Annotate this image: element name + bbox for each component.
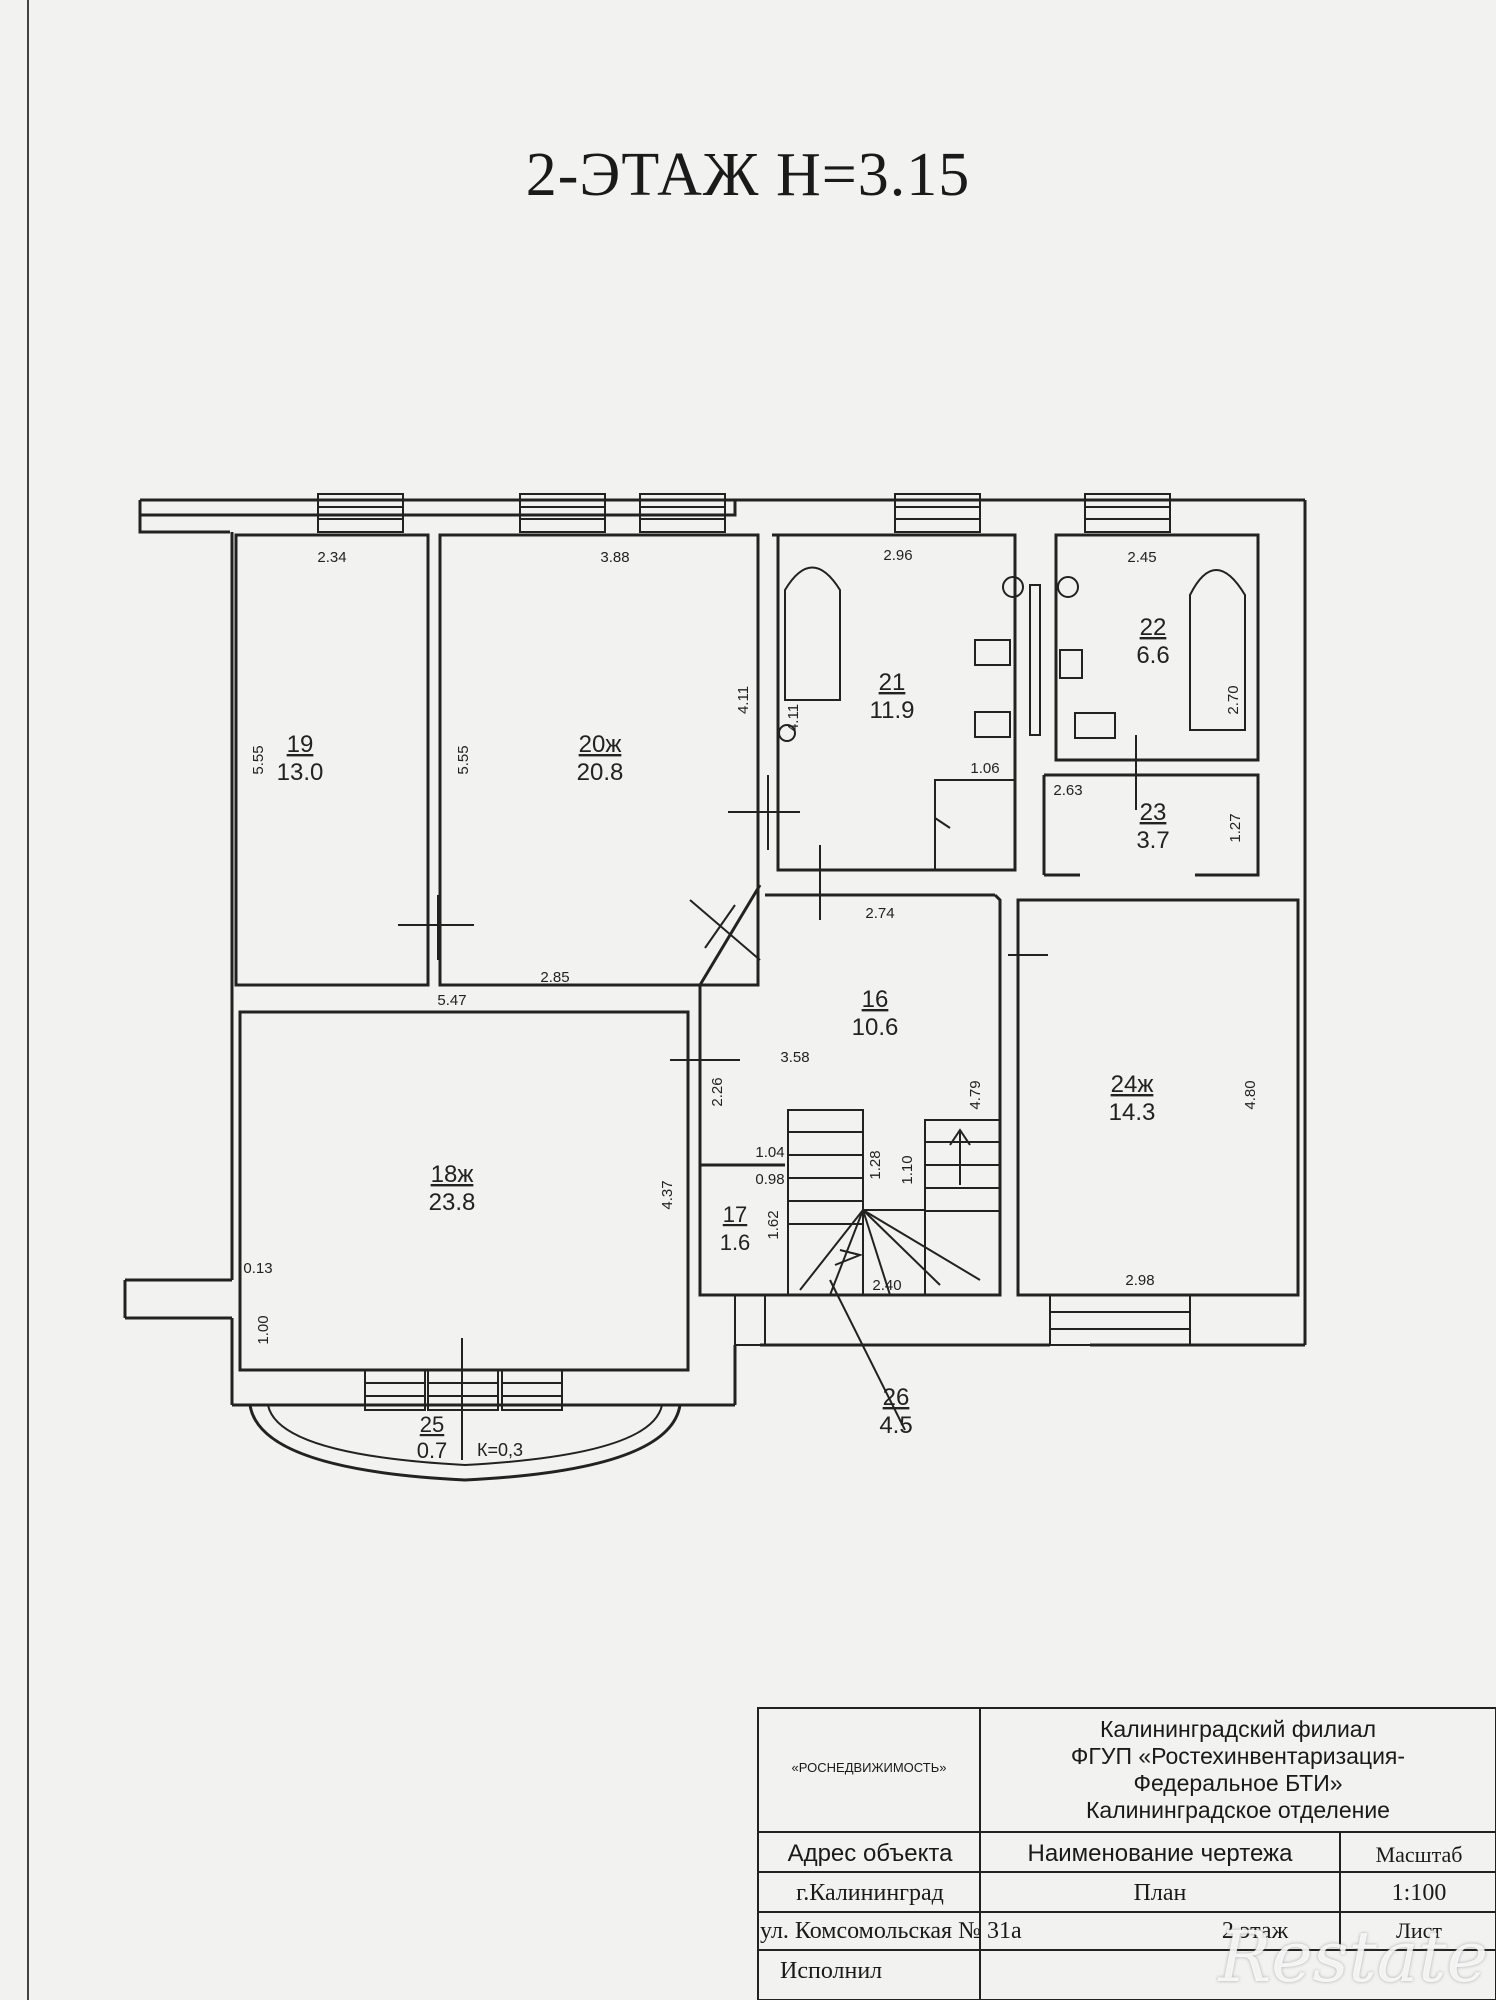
stamp-org-right: Калининградский филиал ФГУП «Ростехинвен… [980,1716,1496,1824]
sink-icon [1002,576,1024,598]
stamp-street: ул. Комсомольская № 31а [760,1918,1022,1944]
room-20-area: 20.8 [577,759,624,786]
bidet-icon [974,711,1011,738]
room-25-area: 0.7 [417,1438,448,1463]
dim-label: 0.98 [755,1171,784,1188]
dim-label: 1.06 [970,760,999,777]
room-22-area: 6.6 [1136,642,1169,669]
bay-window-arc [248,1404,682,1482]
stamp-drawing-name: План [1133,1880,1187,1906]
stamp-org-line: Калининградское отделение [1086,1797,1390,1823]
room-20-walls [438,533,760,987]
dim-label: 5.55 [455,745,472,774]
stamp-scale-value: 1:100 [1391,1880,1447,1906]
room-18-number: 18ж [431,1161,474,1188]
room-16-area: 10.6 [852,1014,899,1041]
door-markers [398,735,1170,1460]
room-21-area: 11.9 [870,697,915,724]
room-21-number: 21 [879,669,906,696]
dim-label: 1.27 [1227,813,1244,842]
watermark-logo: Restate [1218,1916,1488,1998]
room-20-number: 20ж [579,731,622,758]
dim-label: 5.55 [250,745,267,774]
bay-window-inner-arc [267,1404,663,1467]
toilet-2-icon [1074,712,1116,739]
dim-label: 2.85 [540,969,569,986]
dim-label: 3.58 [780,1049,809,1066]
toilet-icon [974,639,1011,666]
floor-title: 2-ЭТАЖ Н=3.15 [525,141,971,209]
windows [317,493,1191,1411]
room-18-area: 23.8 [429,1189,476,1216]
room-23-area: 3.7 [1136,827,1169,854]
dim-label: 2.70 [1225,685,1242,714]
room-19-number: 19 [287,731,314,758]
stamp-drawing-header: Наименование чертежа [1027,1840,1293,1867]
room-23-number: 23 [1140,799,1167,826]
dimension-labels: 2.34 3.88 2.96 2.45 5.55 5.55 4.11 4.11 … [243,547,1259,1345]
outer-walls [123,498,1307,1407]
bathtub-2-icon [1189,569,1246,731]
dim-label: 1.28 [867,1150,884,1179]
dim-label: 1.04 [755,1144,784,1161]
stamp-address-header: Адрес объекта [787,1840,953,1867]
dim-label: 3.88 [600,549,629,566]
room-16-number: 16 [862,986,889,1013]
dim-label: 2.26 [709,1077,726,1106]
dim-label: 1.10 [899,1155,916,1184]
dim-label: 5.47 [437,992,466,1009]
room-19-walls [234,533,430,987]
stamp-executor-label: Исполнил [780,1958,883,1984]
room-26-number: 26 [883,1384,910,1411]
dim-label: 2.45 [1127,549,1156,566]
bathtub-icon [784,566,841,701]
dim-label: 2.40 [872,1277,901,1294]
stamp-sheet-label: Лист [1395,1918,1443,1943]
room-17-number: 17 [723,1202,747,1227]
staircase [787,1109,1001,1296]
room-19-area: 13.0 [277,759,324,786]
stamp-scale-header: Масштаб [1375,1842,1463,1867]
dim-label: 2.74 [865,905,894,922]
stamp-floor: 2 этаж [1221,1918,1289,1944]
dim-label: 4.80 [1242,1080,1259,1109]
room-26-area: 4.5 [879,1412,912,1439]
dim-label: 1.62 [765,1210,782,1239]
room-25-coefficient: К=0,3 [477,1440,523,1460]
stamp-org-line: ФГУП «Ростехинвентаризация- [1070,1743,1406,1769]
fixture-icon [1059,649,1083,679]
room-21-fixtures [778,566,1041,871]
room-24-number: 24ж [1111,1071,1154,1098]
dim-label: 4.11 [785,704,802,732]
stamp-org-line: Федеральное БТИ» [1133,1770,1343,1796]
dim-label: 4.79 [967,1080,984,1109]
dim-label: 0.13 [243,1260,272,1277]
dim-label: 1.00 [255,1315,272,1344]
stamp-city: г.Калининград [796,1880,944,1906]
room-17-area: 1.6 [720,1230,751,1255]
sink-2-icon [1057,576,1079,598]
room-labels: 19 13.0 20ж 20.8 21 11.9 22 6.6 23 3.7 1… [277,614,1170,1463]
dim-label: 2.96 [883,547,912,564]
dim-label: 2.98 [1125,1272,1154,1289]
shower-icon [934,779,1016,871]
dim-label: 4.11 [735,686,752,714]
room-25-number: 25 [420,1412,444,1437]
stamp-org-line: Калининградский филиал [1100,1716,1376,1742]
title-block [757,1707,1496,2000]
room-22-walls [1054,533,1260,762]
dim-label: 2.34 [317,549,346,566]
dim-label: 2.63 [1053,782,1082,799]
shaft-icon [1029,584,1041,736]
room-24-area: 14.3 [1109,1099,1156,1126]
dim-label: 4.37 [659,1180,676,1209]
room-22-fixtures [1057,569,1246,739]
drain-icon [778,724,796,742]
room-22-number: 22 [1140,614,1167,641]
stamp-org-left: «РОСНЕДВИЖИМОСТЬ» [791,1760,947,1775]
